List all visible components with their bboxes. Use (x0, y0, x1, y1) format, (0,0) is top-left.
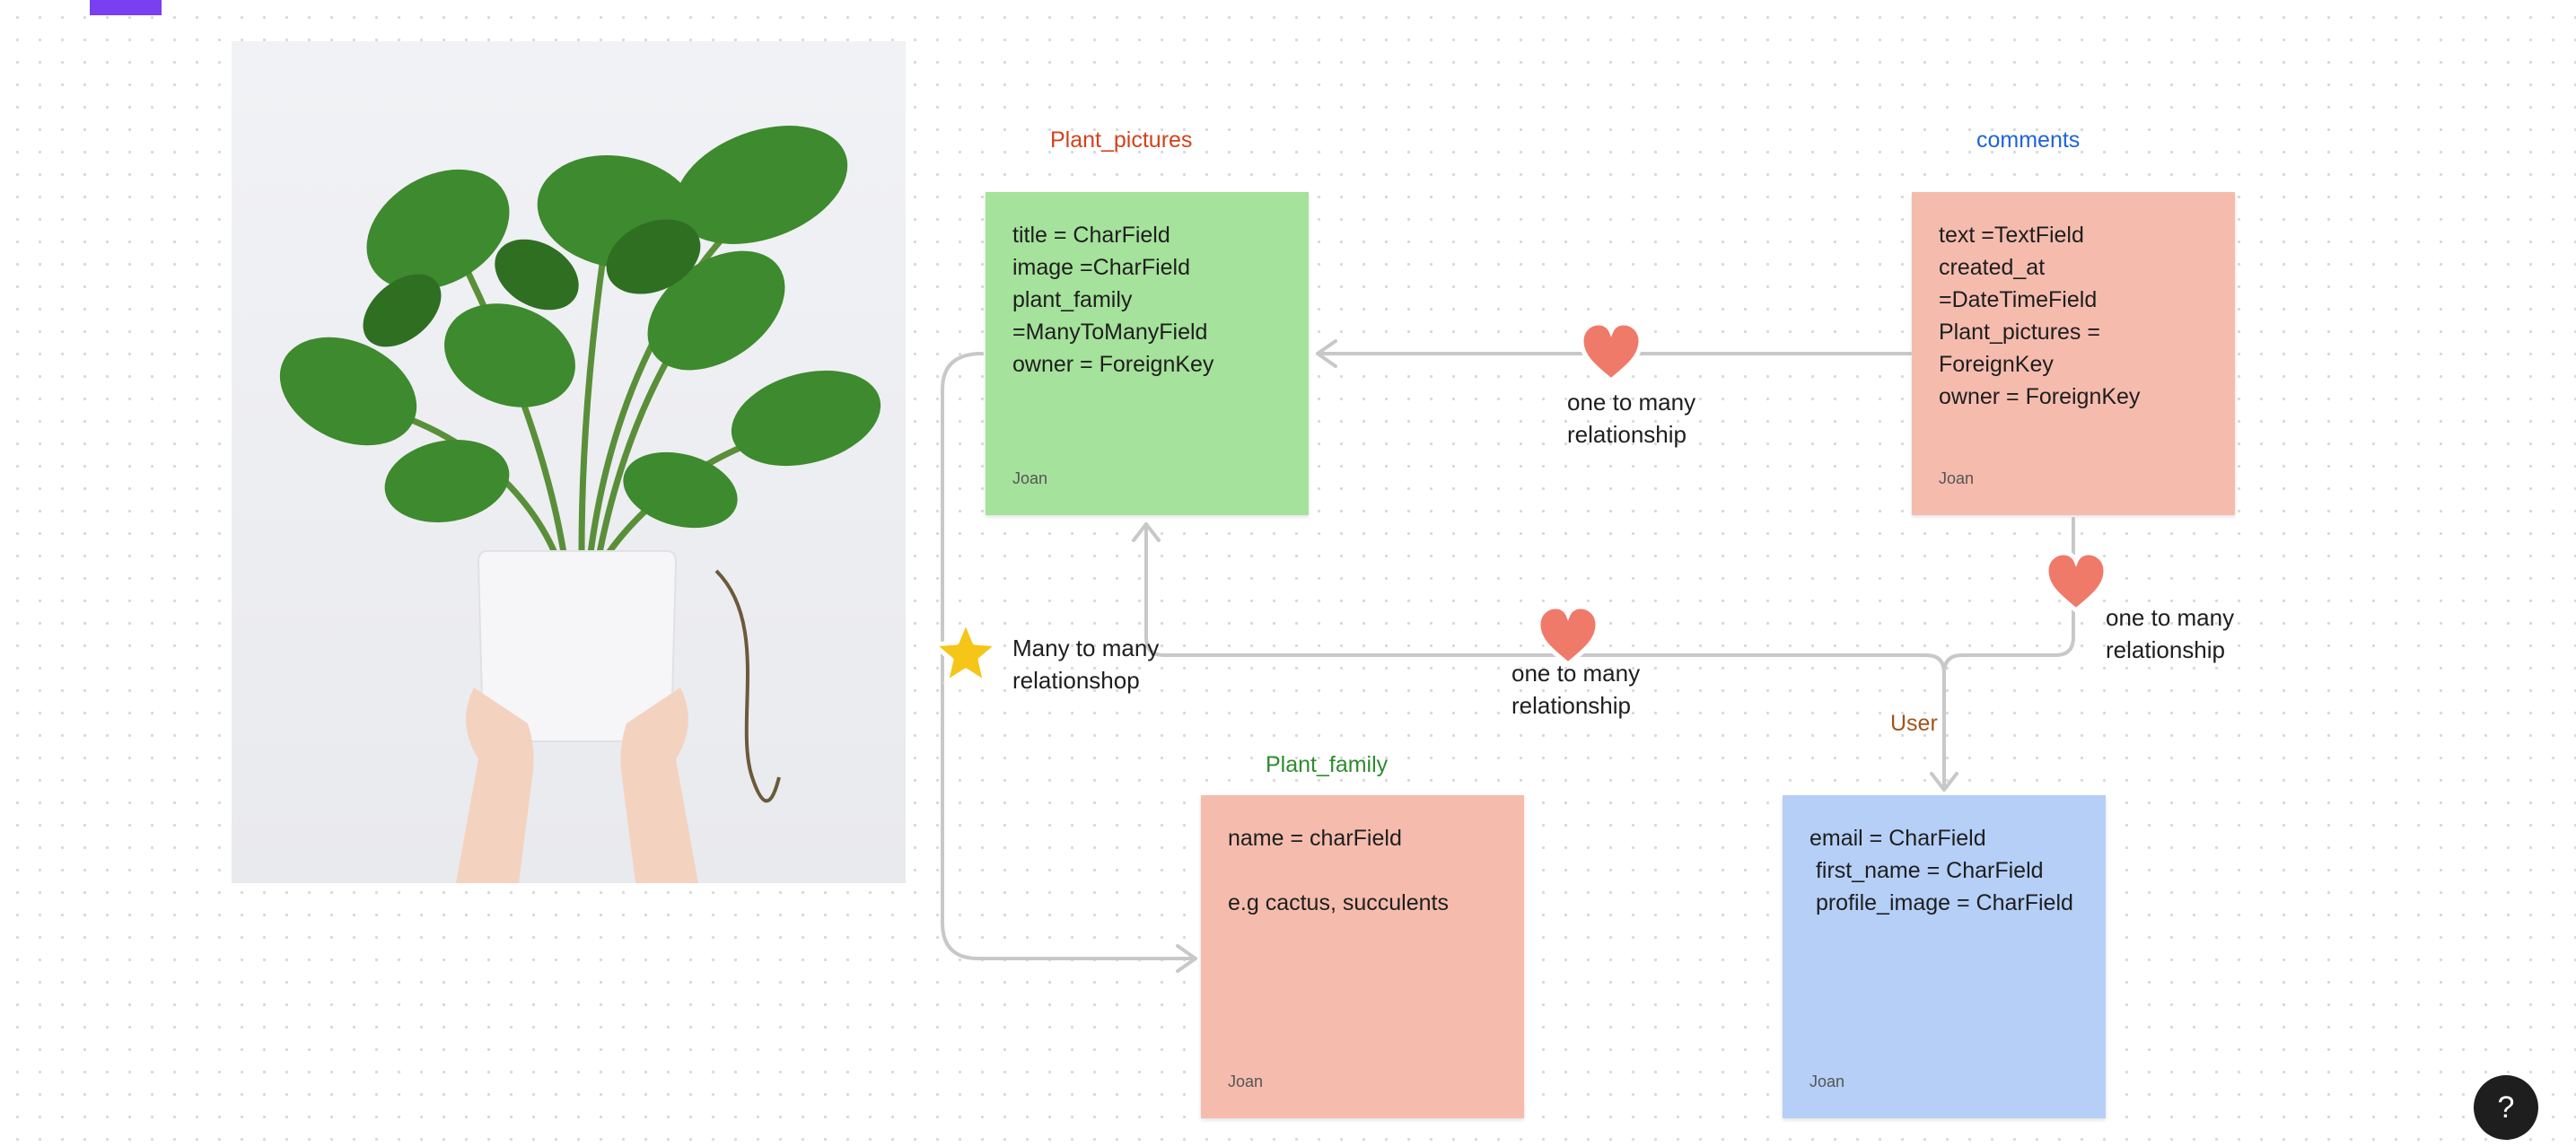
comments-note[interactable]: text =TextField created_at =DateTimeFiel… (1912, 192, 2235, 515)
heart-icon[interactable] (2043, 549, 2109, 614)
relationship-label-line: one to many (1567, 389, 1696, 416)
note-line: name = charField (1228, 826, 1402, 851)
note-author: Joan (1012, 469, 1048, 487)
note-line: profile_image = CharField (1809, 890, 2073, 915)
relationship-label-line: Many to many (1012, 635, 1160, 661)
note-author: Joan (1228, 1073, 1264, 1090)
note-line: Plant_pictures = (1939, 320, 2100, 345)
note-author: Joan (1809, 1073, 1845, 1090)
note-line: title = CharField (1012, 223, 1170, 248)
note-line: first_name = CharField (1809, 858, 2044, 883)
relationship-label-line: relationship (2106, 636, 2225, 663)
note-line: email = CharField (1809, 826, 1986, 851)
note-line: text =TextField (1939, 223, 2084, 248)
note-author: Joan (1939, 469, 1975, 487)
heart-icon[interactable] (1535, 603, 1601, 668)
relationship-label: Many to many relationshop (1012, 632, 1159, 696)
relationship-label-line: relationship (1567, 421, 1687, 448)
plant-family-note[interactable]: name = charField e.g cactus, succulents … (1201, 795, 1524, 1118)
help-button[interactable]: ? (2474, 1075, 2538, 1140)
note-line (1228, 854, 1497, 887)
plant-pictures-note[interactable]: title = CharField image =CharField plant… (986, 192, 1309, 515)
toolbar-tab[interactable] (90, 0, 162, 15)
note-line: =ManyToManyField (1012, 320, 1208, 345)
note-line: image =CharField (1012, 255, 1191, 280)
user-title: User (1890, 711, 1938, 736)
relationship-label: one to many relationship (1567, 386, 1695, 451)
note-line: created_at (1939, 255, 2046, 280)
plant-family-title: Plant_family (1266, 752, 1389, 777)
relationship-label-line: relationshop (1012, 667, 1140, 694)
comments-title: comments (1976, 127, 2081, 153)
note-line: e.g cactus, succulents (1228, 890, 1449, 915)
plant-photo[interactable] (232, 41, 906, 883)
relationship-label-line: one to many (2106, 604, 2235, 631)
note-line: plant_family (1012, 287, 1133, 312)
note-line: owner = ForeignKey (1012, 352, 1214, 377)
monstera-plant-image (279, 126, 881, 883)
relationship-label: one to many relationship (2106, 601, 2234, 666)
note-line: ForeignKey (1939, 352, 2054, 377)
user-note[interactable]: email = CharField first_name = CharField… (1783, 795, 2106, 1118)
star-icon[interactable] (930, 617, 1002, 687)
relationship-label-line: one to many (1511, 660, 1641, 687)
relationship-label-line: relationship (1511, 692, 1631, 719)
plant-pictures-title: Plant_pictures (1050, 127, 1193, 153)
relationship-label: one to many relationship (1511, 657, 1640, 722)
note-line: owner = ForeignKey (1939, 384, 2141, 409)
note-line: =DateTimeField (1939, 287, 2098, 312)
heart-icon[interactable] (1578, 320, 1644, 384)
